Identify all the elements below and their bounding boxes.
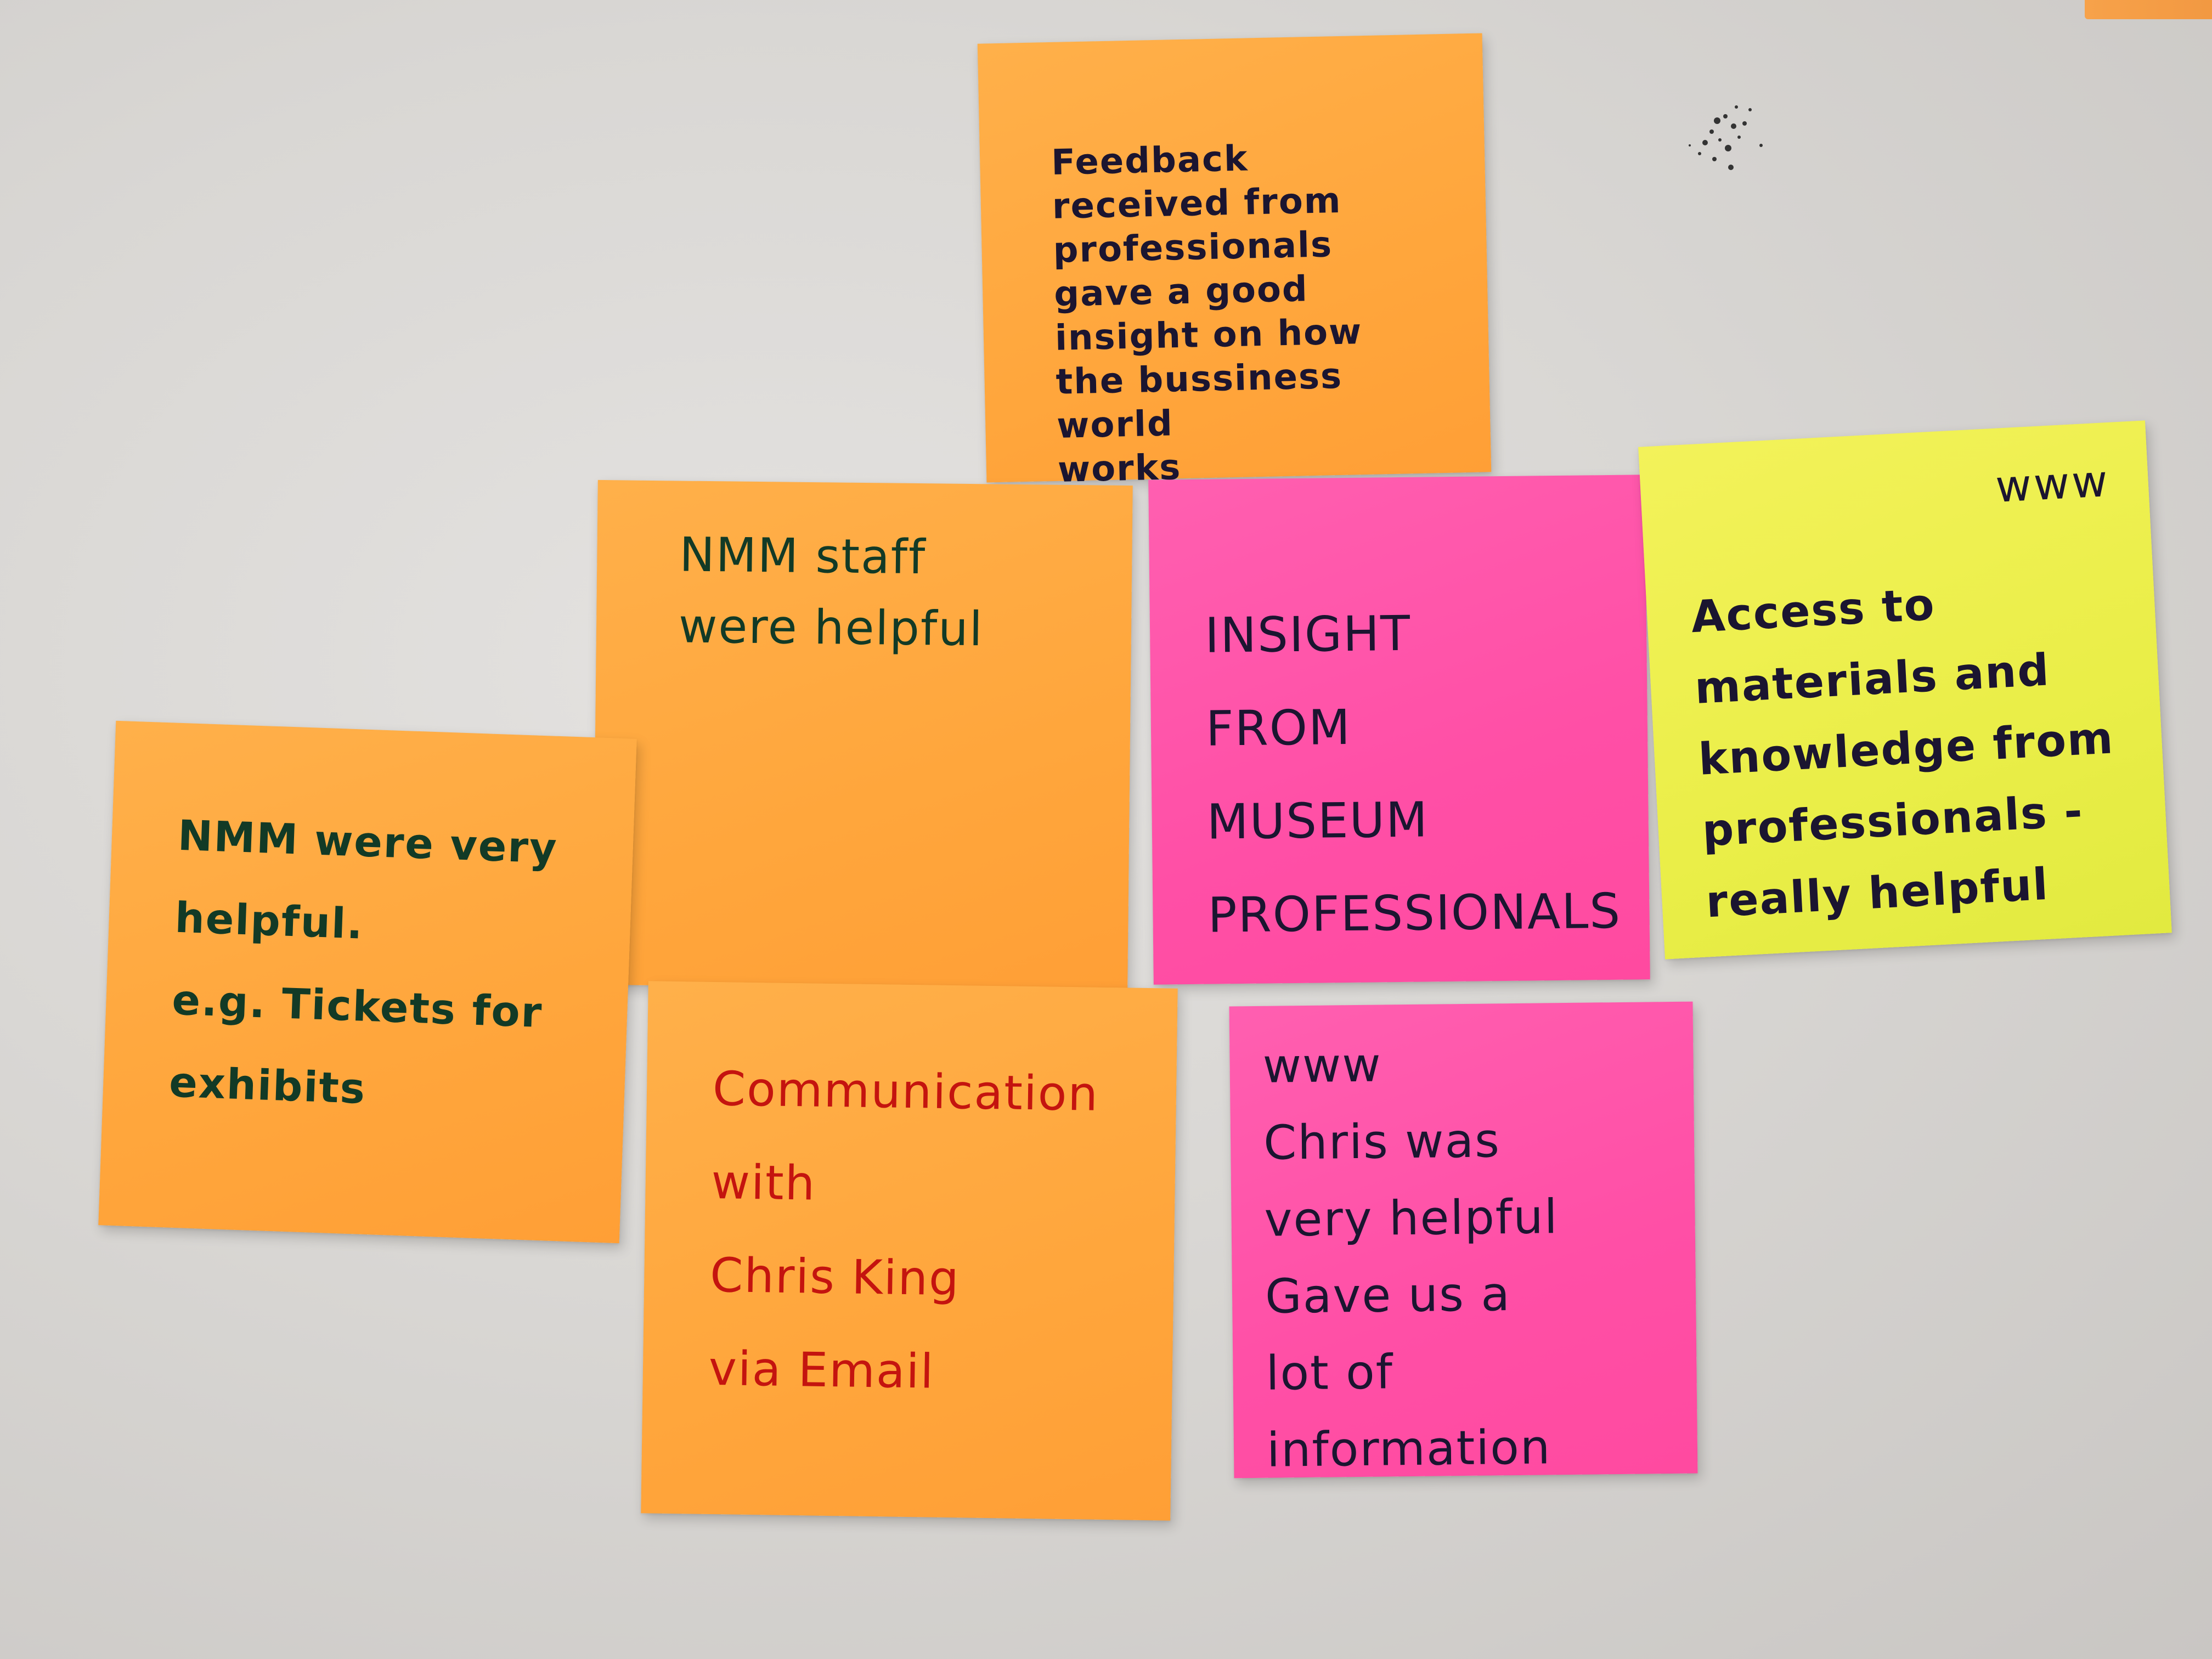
sticky-note-feedback: Feedback received from professionals gav… [977,33,1492,490]
note-text: INSIGHT FROM MUSEUM PROFESSIONALS [1204,605,1622,944]
sticky-note-access-materials: www Access to materials and knowledge fr… [1638,420,2172,960]
paint-spatter [1689,105,1763,170]
note-text: Communication with Chris King via Email [708,1061,1099,1400]
sticky-note-insight: INSIGHT FROM MUSEUM PROFESSIONALS [1148,475,1650,985]
note-text: NMM staff were helpful [678,527,984,657]
sticky-note-communication: Communication with Chris King via Email [641,981,1178,1521]
note-text: www Chris was very helpful Gave us a lot… [1262,1037,1559,1478]
note-text: Feedback received from professionals gav… [1051,138,1363,490]
note-text: NMM were very helpful. e.g. Tickets for … [168,810,558,1113]
sticky-note-nmm-very-helpful: NMM were very helpful. e.g. Tickets for … [98,720,637,1244]
sticky-note-nmm-staff: NMM staff were helpful [592,479,1133,991]
note-tag: www [1994,455,2112,512]
sticky-note-chris-helpful: www Chris was very helpful Gave us a lot… [1229,1001,1698,1479]
partial-sticky-note-corner [2085,0,2212,19]
note-text: Access to materials and knowledge from p… [1690,578,2115,928]
